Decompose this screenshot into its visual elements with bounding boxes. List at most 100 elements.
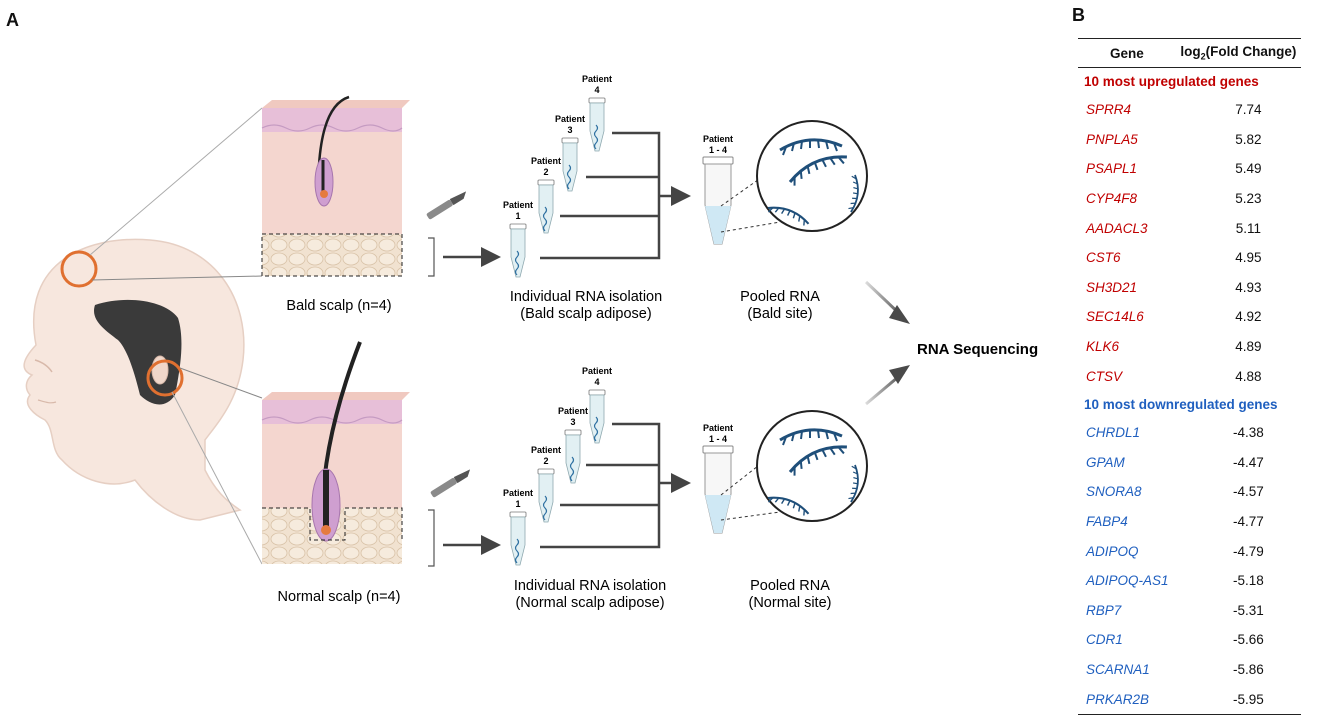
table-row: SNORA8 -4.57	[1078, 477, 1301, 507]
tube-label-word: Patient	[555, 114, 585, 124]
gene-name: ADIPOQ-AS1	[1086, 573, 1169, 589]
pooled-tube-number: 1 - 4	[709, 145, 727, 155]
tube-label-number: 4	[594, 85, 599, 95]
panel-a-letter: A	[6, 10, 19, 30]
tube-label-word: Patient	[531, 156, 561, 166]
fold-change-value: 7.74	[1235, 102, 1262, 118]
normal-patient-tubes: Patient 1 Patient 2 Patient 3 Patient 4	[503, 366, 612, 566]
gene-name: ADIPOQ	[1086, 543, 1139, 559]
gene-name: CTSV	[1086, 368, 1123, 384]
fold-change-value: -5.66	[1232, 632, 1264, 648]
pooled-tube-number: 1 - 4	[709, 434, 727, 444]
gene-name: SH3D21	[1086, 279, 1138, 295]
tube-label-number: 2	[543, 167, 548, 177]
table-row: ADIPOQ-AS1 -5.18	[1078, 566, 1301, 596]
pooled-tube-word: Patient	[703, 134, 733, 144]
bald-pooled-label-1: Pooled RNA	[740, 289, 820, 305]
fold-change-value: -5.95	[1175, 684, 1301, 715]
upregulated-section-title: 10 most upregulated genes	[1084, 74, 1259, 89]
tube-label-number: 1	[515, 211, 520, 221]
bald-pooled-tube: Patient 1 - 4	[702, 134, 734, 245]
fold-change-value: -5.18	[1232, 573, 1264, 589]
bald-pooling-connectors	[540, 131, 691, 260]
table-row: CTSV 4.88	[1078, 361, 1301, 391]
fold-change-column-header: log2(Fold Change)	[1175, 38, 1301, 68]
tube-label-word: Patient	[582, 74, 612, 84]
gene-name: CHRDL1	[1086, 425, 1141, 441]
gene-name: RBP7	[1086, 602, 1122, 618]
sequencing-arrows	[864, 280, 910, 406]
table-row: FABP4 -4.77	[1078, 507, 1301, 537]
normal-pooling-connectors	[540, 422, 691, 549]
bald-scalp-label: Bald scalp (n=4)	[286, 298, 391, 314]
fold-change-value: 5.23	[1235, 191, 1262, 207]
normal-pooled-tube: Patient 1 - 4	[702, 423, 734, 534]
table-row: CDR1 -5.66	[1078, 625, 1301, 655]
normal-isolation-label-2: (Normal scalp adipose)	[515, 595, 664, 611]
gene-name: KLK6	[1086, 339, 1120, 355]
pooled-tube-word: Patient	[703, 423, 733, 433]
table-row: CST6 4.95	[1078, 243, 1301, 273]
tube-label-word: Patient	[531, 445, 561, 455]
table-row: GPAM-4.47	[1078, 448, 1301, 478]
normal-skin-section	[261, 341, 435, 567]
tube-label-word: Patient	[582, 366, 612, 376]
fold-change-value: -4.38	[1232, 425, 1264, 441]
table-row: SEC14L6 4.92	[1078, 302, 1301, 332]
fold-change-value: 4.92	[1235, 309, 1262, 325]
gene-name: CST6	[1086, 250, 1121, 266]
scalpel-icon	[430, 469, 471, 498]
tube-label-number: 3	[567, 125, 572, 135]
panel-b-letter: B	[1072, 5, 1085, 25]
table-row: CHRDL1 -4.38	[1078, 418, 1301, 448]
gene-name: CDR1	[1086, 632, 1123, 648]
tube-label-number: 4	[594, 377, 599, 387]
bald-isolation-label-2: (Bald scalp adipose)	[520, 306, 651, 322]
fold-change-value: 4.95	[1235, 250, 1262, 266]
bald-rna-zoom	[720, 120, 868, 233]
table-row: PRKAR2B-5.95	[1078, 684, 1301, 715]
head-illustration	[23, 107, 263, 565]
tube-label-number: 3	[570, 417, 575, 427]
tube-label-number: 1	[515, 499, 520, 509]
gene-fold-change-table: Gene log2(Fold Change) 10 most upregulat…	[1078, 38, 1301, 715]
bald-patient-tubes: Patient 1 Patient 2 Patient 3 Patient 4	[503, 74, 612, 278]
scalpel-icon	[426, 191, 467, 220]
downregulated-section-title: 10 most downregulated genes	[1084, 396, 1278, 412]
fold-change-value: -4.57	[1232, 484, 1264, 500]
bald-site-marker	[60, 250, 98, 288]
fold-change-value: -4.77	[1232, 514, 1264, 530]
tube-label-word: Patient	[503, 200, 533, 210]
gene-name: CYP4F8	[1086, 191, 1138, 207]
fold-change-value: 4.88	[1235, 368, 1262, 384]
table-row: RBP7-5.31	[1078, 596, 1301, 626]
gene-name: PRKAR2B	[1078, 684, 1176, 715]
gene-name: FABP4	[1086, 514, 1128, 530]
normal-pooled-label-1: Pooled RNA	[750, 578, 830, 594]
panel-a-illustration: Bald scalp (n=4) Patient 1 Patient 2 Pat…	[23, 74, 1038, 611]
table-row: CYP4F8 5.23	[1078, 184, 1301, 214]
fold-change-value: -4.47	[1232, 454, 1264, 470]
fold-change-value: 4.89	[1235, 339, 1262, 355]
rna-sequencing-label: RNA Sequencing	[917, 341, 1038, 358]
tube-label-word: Patient	[503, 488, 533, 498]
fold-change-value: 5.82	[1235, 131, 1262, 147]
gene-name: SPRR4	[1086, 102, 1132, 118]
table-row: SCARNA1-5.86	[1078, 655, 1301, 685]
table-row: SPRR4 7.74	[1078, 95, 1301, 125]
table-row: KLK6 4.89	[1078, 332, 1301, 362]
bald-isolation-label-1: Individual RNA isolation	[510, 289, 662, 305]
gene-name: SNORA8	[1086, 484, 1142, 500]
tube-label-word: Patient	[558, 406, 588, 416]
gene-name: SEC14L6	[1086, 309, 1144, 325]
gene-name: PSAPL1	[1086, 161, 1138, 177]
normal-rna-zoom	[720, 410, 868, 522]
table-row: ADIPOQ-4.79	[1078, 536, 1301, 566]
bald-pooled-label-2: (Bald site)	[747, 306, 812, 322]
normal-pooled-label-2: (Normal site)	[749, 595, 832, 611]
bald-skin-section	[261, 95, 435, 277]
